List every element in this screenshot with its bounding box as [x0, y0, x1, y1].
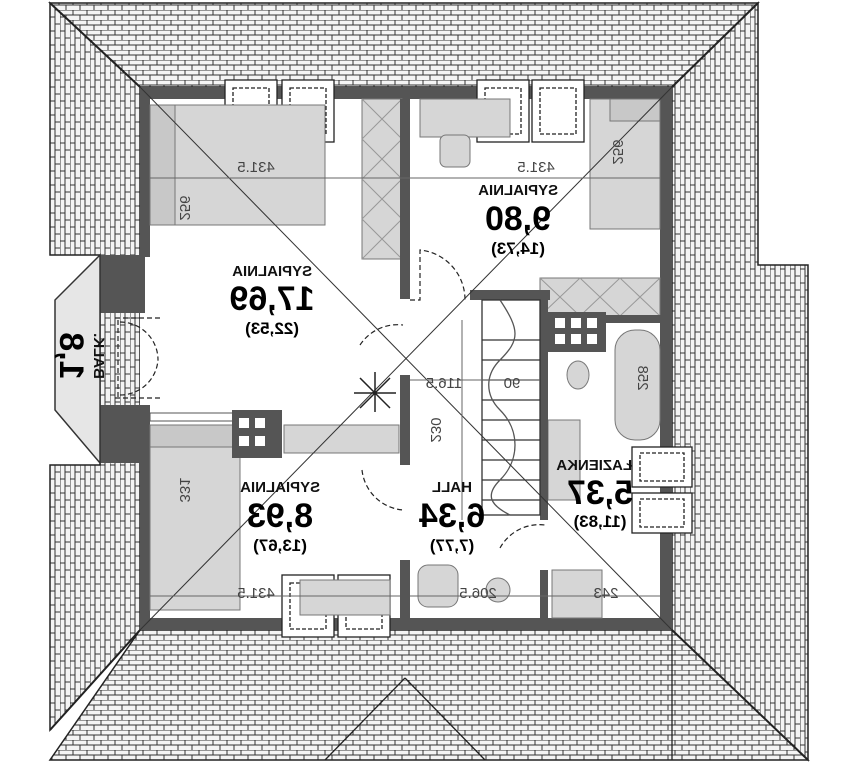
balcony: [54, 253, 101, 466]
room-name-hall: HALL: [432, 479, 472, 496]
roof-top: [48, 2, 760, 88]
dim-right-bath: 258: [634, 365, 651, 390]
furniture: [149, 98, 661, 619]
dim-bottom-left: 431.5: [237, 585, 275, 602]
room-area-balcony: 1,8: [52, 332, 90, 379]
roof-right: [671, 1, 809, 762]
desk-bedroom-2: [419, 98, 511, 138]
room-area-bedroom-1: 17,69: [229, 280, 314, 318]
dim-left-upper: 256: [176, 195, 193, 220]
room-name-balcony: BALK.: [90, 333, 107, 379]
dim-hall-h: 230: [427, 417, 444, 442]
dim-hall-w2: 90: [504, 375, 521, 392]
room-area-bedroom-3: 8,93: [247, 497, 313, 535]
bed-1: [149, 104, 326, 226]
dim-top-left: 431.5: [237, 159, 275, 176]
room-area2-bathroom: (11,83): [574, 512, 627, 531]
labels: SYPIALNIA 17,69 (22,53) SYPIALNIA 9,80 (…: [52, 139, 651, 602]
dim-bath-bottom: 243: [593, 585, 618, 602]
dim-top-right: 431.5: [517, 159, 555, 176]
room-name-bedroom-1: SYPIALNIA: [232, 263, 312, 280]
dresser-3: [283, 424, 400, 454]
bed-3: [149, 424, 241, 611]
room-area-bathroom: 5,37: [567, 474, 633, 512]
dim-left-lower: 331: [176, 477, 193, 502]
armchair-hall: [417, 564, 459, 608]
roof: [48, 1, 810, 762]
room-name-bedroom-3: SYPIALNIA: [240, 479, 320, 496]
bath-cabinet: [547, 419, 581, 501]
room-area2-bedroom-3: (13,67): [253, 536, 307, 555]
room-area2-hall: (7,77): [430, 536, 474, 555]
shower: [551, 569, 603, 619]
room-area-hall: 6,34: [419, 497, 485, 535]
doors: [115, 249, 546, 549]
wardrobe-top: [361, 98, 403, 260]
toilet: [566, 360, 590, 390]
dim-bottom-hall: 206.5: [459, 585, 497, 602]
dormer-lines: [324, 630, 673, 761]
desk-bedroom-3: [299, 579, 391, 616]
dimension-lines: [150, 177, 660, 597]
room-area2-bedroom-2: (14,73): [491, 239, 545, 258]
room-area-bedroom-2: 9,80: [485, 200, 551, 238]
staircase: [481, 299, 541, 516]
interior-walls: [149, 99, 665, 618]
chair-bedroom-2: [439, 134, 471, 168]
room-area2-bedroom-1: (22,53): [245, 319, 299, 338]
room-name-bedroom-2: SYPIALNIA: [478, 182, 558, 199]
dim-hall-w1: 116.5: [426, 375, 462, 392]
tub: [614, 329, 661, 441]
dim-right-upper: 256: [609, 139, 626, 164]
room-name-bathroom: ŁAZIENKA: [556, 457, 632, 474]
plant-icon: [354, 372, 396, 412]
